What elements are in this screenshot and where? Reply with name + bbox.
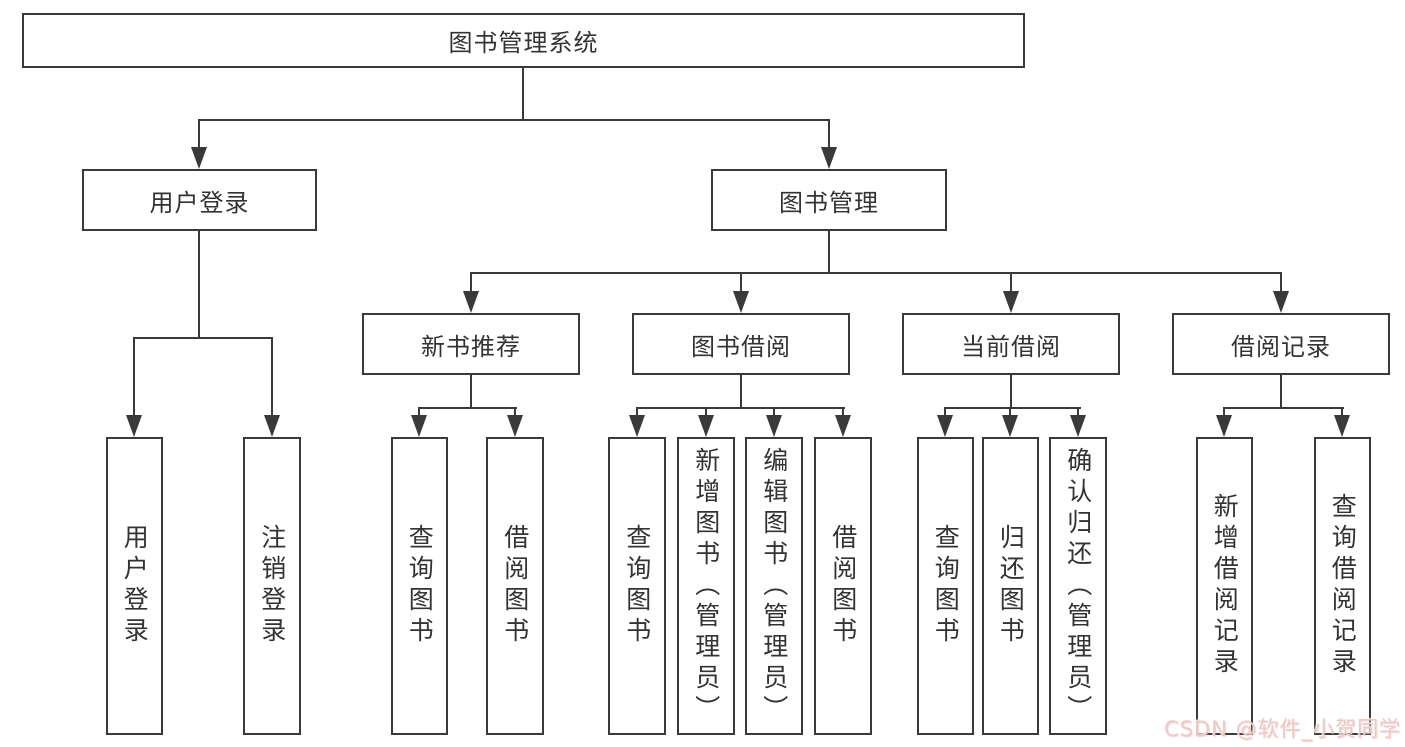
connector-leaf-user-login-stub bbox=[133, 337, 135, 417]
arrowhead-borrow-book bbox=[835, 415, 851, 437]
connector-level2-hline bbox=[470, 272, 1282, 274]
connector-current-confirm-stub bbox=[1077, 407, 1079, 417]
arrowhead-leaf-logout bbox=[264, 415, 280, 437]
connector-borrow-book-stub bbox=[842, 407, 844, 417]
connector-book-mgmt-stub bbox=[828, 119, 830, 149]
leaf-user-login: 用户登录 bbox=[106, 437, 163, 735]
leaf-newbooks-query: 查询图书 bbox=[391, 437, 448, 735]
connector-user-login-hline bbox=[133, 337, 273, 339]
node-root-label: 图书管理系统 bbox=[448, 29, 599, 57]
leaf-borrow-add-label: 新增图书（管理员） bbox=[691, 446, 721, 726]
arrowhead-book-borrow bbox=[733, 291, 749, 313]
node-user-login-label: 用户登录 bbox=[149, 188, 250, 217]
connector-level1-hline bbox=[198, 119, 830, 121]
node-new-books-label: 新书推荐 bbox=[421, 332, 521, 361]
leaf-borrow-book-label: 借阅图书 bbox=[828, 524, 858, 648]
leaf-current-confirm: 确认归还（管理员） bbox=[1049, 437, 1107, 735]
connector-user-login-stub bbox=[198, 119, 200, 149]
leaf-borrow-query: 查询图书 bbox=[608, 437, 666, 735]
arrowhead-current-query bbox=[937, 415, 953, 437]
connector-current-borrow-stub bbox=[1010, 272, 1012, 293]
connector-borrow-records-hline bbox=[1223, 407, 1344, 409]
node-new-books: 新书推荐 bbox=[362, 313, 580, 375]
node-current-borrow-label: 当前借阅 bbox=[961, 332, 1061, 361]
arrowhead-book-mgmt bbox=[821, 147, 837, 169]
leaf-logout-label: 注销登录 bbox=[257, 524, 287, 648]
leaf-newbooks-borrow: 借阅图书 bbox=[486, 437, 544, 735]
connector-leaf-logout-stub bbox=[271, 337, 273, 417]
arrowhead-newbooks-borrow bbox=[507, 415, 523, 437]
leaf-records-query-label: 查询借阅记录 bbox=[1328, 493, 1358, 679]
connector-book-borrow-stub bbox=[740, 272, 742, 293]
connector-new-books-hline bbox=[418, 407, 517, 409]
arrowhead-borrow-records bbox=[1273, 291, 1289, 313]
connector-current-query-stub bbox=[944, 407, 946, 417]
arrowhead-leaf-user-login bbox=[126, 415, 142, 437]
node-book-borrow-label: 图书借阅 bbox=[691, 332, 791, 361]
leaf-newbooks-borrow-label: 借阅图书 bbox=[500, 524, 530, 648]
connector-newbooks-query-stub bbox=[418, 407, 420, 417]
connector-newbooks-borrow-stub bbox=[514, 407, 516, 417]
leaf-borrow-add: 新增图书（管理员） bbox=[677, 437, 735, 735]
arrowhead-current-borrow bbox=[1003, 291, 1019, 313]
connector-borrow-records-stub bbox=[1280, 272, 1282, 293]
leaf-borrow-query-label: 查询图书 bbox=[622, 524, 652, 648]
arrowhead-user-login bbox=[191, 147, 207, 169]
connector-records-add-stub bbox=[1223, 407, 1225, 417]
leaf-current-confirm-label: 确认归还（管理员） bbox=[1063, 446, 1093, 726]
leaf-records-add-label: 新增借阅记录 bbox=[1210, 493, 1240, 679]
node-borrow-records: 借阅记录 bbox=[1172, 313, 1390, 375]
connector-current-borrow-hline bbox=[944, 407, 1081, 409]
csdn-watermark: CSDN @软件_小贺同学 bbox=[1163, 717, 1401, 741]
arrowhead-current-return bbox=[1002, 415, 1018, 437]
connector-current-return-stub bbox=[1009, 407, 1011, 417]
node-book-borrow: 图书借阅 bbox=[632, 313, 850, 375]
connector-borrow-records-drop bbox=[1280, 375, 1282, 409]
node-borrow-records-label: 借阅记录 bbox=[1231, 332, 1331, 361]
node-book-mgmt-label: 图书管理 bbox=[779, 188, 879, 217]
connector-borrow-edit-stub bbox=[773, 407, 775, 417]
arrowhead-borrow-add bbox=[698, 415, 714, 437]
connector-new-books-drop bbox=[470, 375, 472, 409]
leaf-records-query: 查询借阅记录 bbox=[1314, 437, 1371, 735]
leaf-current-query: 查询图书 bbox=[917, 437, 974, 735]
connector-user-login-drop bbox=[198, 231, 200, 337]
arrowhead-records-add bbox=[1216, 415, 1232, 437]
arrowhead-borrow-query bbox=[629, 415, 645, 437]
leaf-logout: 注销登录 bbox=[243, 437, 301, 735]
arrowhead-newbooks-query bbox=[411, 415, 427, 437]
arrowhead-current-confirm bbox=[1070, 415, 1086, 437]
node-root: 图书管理系统 bbox=[22, 13, 1025, 68]
leaf-current-return-label: 归还图书 bbox=[996, 524, 1026, 648]
leaf-borrow-edit: 编辑图书（管理员） bbox=[745, 437, 803, 735]
leaf-borrow-book: 借阅图书 bbox=[814, 437, 872, 735]
leaf-user-login-label: 用户登录 bbox=[120, 524, 150, 648]
connector-root-drop bbox=[522, 68, 524, 119]
arrowhead-records-query bbox=[1334, 415, 1350, 437]
connector-records-query-stub bbox=[1341, 407, 1343, 417]
leaf-current-query-label: 查询图书 bbox=[931, 524, 961, 648]
leaf-newbooks-query-label: 查询图书 bbox=[405, 524, 435, 648]
connector-borrow-add-stub bbox=[705, 407, 707, 417]
node-book-mgmt: 图书管理 bbox=[711, 169, 947, 231]
node-user-login: 用户登录 bbox=[82, 169, 317, 231]
connector-borrow-query-stub bbox=[636, 407, 638, 417]
arrowhead-new-books bbox=[463, 291, 479, 313]
leaf-current-return: 归还图书 bbox=[982, 437, 1039, 735]
connector-current-borrow-drop bbox=[1010, 375, 1012, 409]
connector-new-books-stub bbox=[470, 272, 472, 293]
connector-book-borrow-hline bbox=[636, 407, 845, 409]
arrowhead-borrow-edit bbox=[766, 415, 782, 437]
leaf-records-add: 新增借阅记录 bbox=[1196, 437, 1253, 735]
connector-book-borrow-drop bbox=[740, 375, 742, 409]
node-current-borrow: 当前借阅 bbox=[902, 313, 1120, 375]
leaf-borrow-edit-label: 编辑图书（管理员） bbox=[759, 446, 789, 726]
connector-book-mgmt-drop bbox=[828, 231, 830, 274]
